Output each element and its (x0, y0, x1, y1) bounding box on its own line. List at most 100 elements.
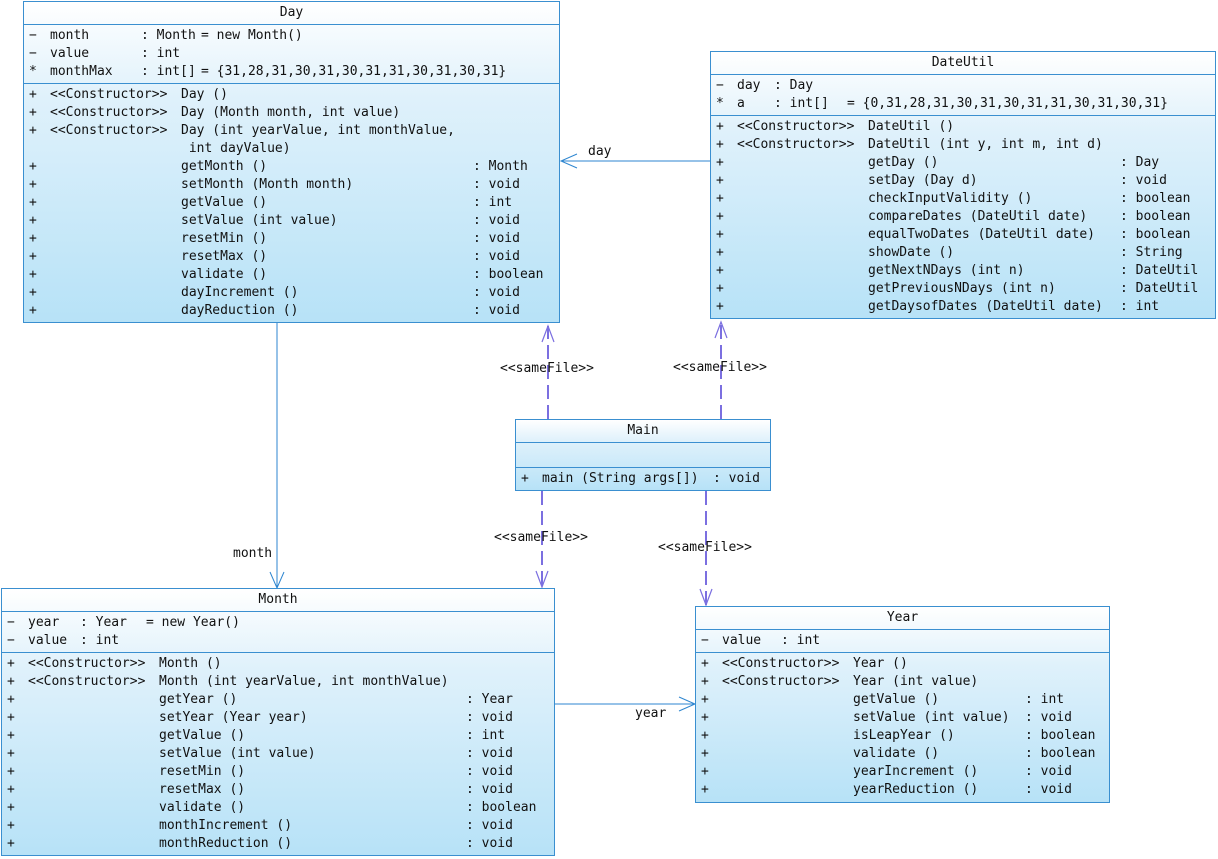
method-signature: dayReduction () (181, 303, 299, 318)
class-year[interactable]: Year −value: int +<<Constructor>>Year ()… (695, 606, 1110, 803)
method-signature: Month (int yearValue, int monthValue) (159, 674, 449, 689)
visibility-marker: + (29, 303, 37, 318)
visibility-marker: + (29, 87, 37, 102)
method-row[interactable]: +setValue (int value): void (696, 709, 1109, 727)
visibility-marker: + (7, 764, 15, 779)
attribute-row[interactable]: *a: int[]= {0,31,28,31,30,31,30,31,31,30… (711, 95, 1215, 113)
method-row[interactable]: +getValue (): int (2, 727, 554, 745)
attribute-type: : Month (141, 28, 196, 43)
method-row[interactable]: +getYear (): Year (2, 691, 554, 709)
method-row[interactable]: +setYear (Year year): void (2, 709, 554, 727)
method-row[interactable]: +<<Constructor>>Day (Month month, int va… (24, 104, 559, 122)
method-row[interactable]: +<<Constructor>>DateUtil (int y, int m, … (711, 136, 1215, 154)
attribute-type: : Day (774, 78, 814, 93)
class-title: DateUtil (711, 52, 1215, 75)
method-signature: validate () (853, 746, 940, 761)
method-row[interactable]: +isLeapYear (): boolean (696, 727, 1109, 745)
method-row[interactable]: +getMonth (): Month (24, 158, 559, 176)
dependency-main-year[interactable] (699, 491, 713, 607)
visibility-marker: + (716, 119, 724, 134)
method-return-type: : void (473, 177, 520, 192)
attribute-row[interactable]: −value: int (24, 45, 559, 63)
method-row[interactable]: +<<Constructor>>Month (int yearValue, in… (2, 673, 554, 691)
class-month[interactable]: Month −year: Year= new Year()−value: int… (1, 588, 555, 856)
method-row[interactable]: +getNextNDays (int n): DateUtil (711, 262, 1215, 280)
method-row[interactable]: +checkInputValidity (): boolean (711, 190, 1215, 208)
method-return-type: : boolean (1120, 209, 1191, 224)
attribute-name: day (737, 78, 761, 93)
method-row[interactable]: +getDaysofDates (DateUtil date): int (711, 298, 1215, 316)
attribute-row[interactable]: −value: int (696, 632, 1109, 650)
method-row[interactable]: +setValue (int value): void (2, 745, 554, 763)
method-row[interactable]: +<<Constructor>>Year (int value) (696, 673, 1109, 691)
method-row[interactable]: +resetMax (): void (2, 781, 554, 799)
visibility-marker: + (701, 656, 709, 671)
method-row[interactable]: +getValue (): int (696, 691, 1109, 709)
method-row[interactable]: +validate (): boolean (24, 266, 559, 284)
method-row[interactable]: +yearReduction (): void (696, 781, 1109, 799)
association-dateutil-day[interactable] (559, 153, 710, 169)
method-row[interactable]: +yearIncrement (): void (696, 763, 1109, 781)
method-row[interactable]: +getValue (): int (24, 194, 559, 212)
method-signature: monthReduction () (159, 836, 293, 851)
method-signature: Day (int yearValue, int monthValue, (181, 123, 455, 138)
method-return-type: : void (473, 303, 520, 318)
visibility-marker: + (701, 746, 709, 761)
method-row[interactable]: +compareDates (DateUtil date): boolean (711, 208, 1215, 226)
method-row[interactable]: +<<Constructor>>Day () (24, 86, 559, 104)
visibility-marker: + (29, 267, 37, 282)
visibility-marker: − (7, 633, 15, 648)
attribute-row[interactable]: −day: Day (711, 77, 1215, 95)
method-signature: resetMax () (181, 249, 268, 264)
class-title: Day (24, 2, 559, 25)
method-row[interactable]: + dayReduction () : void (24, 302, 559, 320)
method-row[interactable]: +showDate (): String (711, 244, 1215, 262)
label-year-role: year (635, 706, 667, 721)
attribute-row[interactable]: −month: Month= new Month() (24, 27, 559, 45)
label-samefile-year: <<sameFile>> (658, 540, 752, 555)
method-row[interactable]: +getDay (): Day (711, 154, 1215, 172)
method-row[interactable]: +<<Constructor>>Day (int yearValue, int … (24, 122, 559, 140)
method-stereotype: <<Constructor>> (50, 105, 168, 120)
method-row[interactable]: +dayIncrement (): void (24, 284, 559, 302)
dependency-main-day[interactable] (541, 324, 555, 419)
method-row[interactable]: +<<Constructor>>Month () (2, 655, 554, 673)
method-signature: setYear (Year year) (159, 710, 308, 725)
method-signature: Year (int value) (853, 674, 979, 689)
visibility-marker: + (29, 159, 37, 174)
class-dateutil[interactable]: DateUtil −day: Day*a: int[]= {0,31,28,31… (710, 51, 1216, 319)
attribute-initial-value: = {0,31,28,31,30,31,30,31,31,30,31,30,31… (847, 96, 1168, 111)
dependency-main-month[interactable] (535, 491, 549, 589)
label-samefile-dateutil: <<sameFile>> (673, 360, 767, 375)
method-row[interactable]: +monthIncrement (): void (2, 817, 554, 835)
method-row[interactable]: +monthReduction (): void (2, 835, 554, 853)
attribute-row[interactable]: −year: Year= new Year() (2, 614, 554, 632)
method-signature: getPreviousNDays (int n) (868, 281, 1056, 296)
class-main[interactable]: Main +main (String args[]): void (515, 419, 771, 491)
method-row[interactable]: +setMonth (Month month): void (24, 176, 559, 194)
visibility-marker: + (716, 227, 724, 242)
method-row[interactable]: +setDay (Day d): void (711, 172, 1215, 190)
method-row[interactable]: +resetMin (): void (2, 763, 554, 781)
method-row[interactable]: +validate (): boolean (2, 799, 554, 817)
attribute-row[interactable]: −value: int (2, 632, 554, 650)
method-row[interactable]: +resetMax (): void (24, 248, 559, 266)
method-signature: validate () (181, 267, 268, 282)
method-row[interactable]: +setValue (int value): void (24, 212, 559, 230)
method-row[interactable]: +<<Constructor>>Year () (696, 655, 1109, 673)
class-day[interactable]: Day −month: Month= new Month()−value: in… (23, 1, 560, 323)
method-return-type: : Year (466, 692, 513, 707)
method-row[interactable]: +resetMin (): void (24, 230, 559, 248)
visibility-marker: + (7, 818, 15, 833)
dependency-main-dateutil[interactable] (714, 320, 728, 419)
method-row[interactable]: +equalTwoDates (DateUtil date): boolean (711, 226, 1215, 244)
attribute-row[interactable]: *monthMax: int[]= {31,28,31,30,31,30,31,… (24, 63, 559, 81)
method-row[interactable]: int dayValue) (24, 140, 559, 158)
association-month-year[interactable] (554, 696, 697, 712)
method-row[interactable]: +<<Constructor>>DateUtil () (711, 118, 1215, 136)
method-row[interactable]: +getPreviousNDays (int n): DateUtil (711, 280, 1215, 298)
method-row[interactable]: +validate (): boolean (696, 745, 1109, 763)
attribute-name: value (50, 46, 90, 61)
visibility-marker: + (716, 245, 724, 260)
method-row[interactable]: +main (String args[]): void (516, 470, 770, 488)
